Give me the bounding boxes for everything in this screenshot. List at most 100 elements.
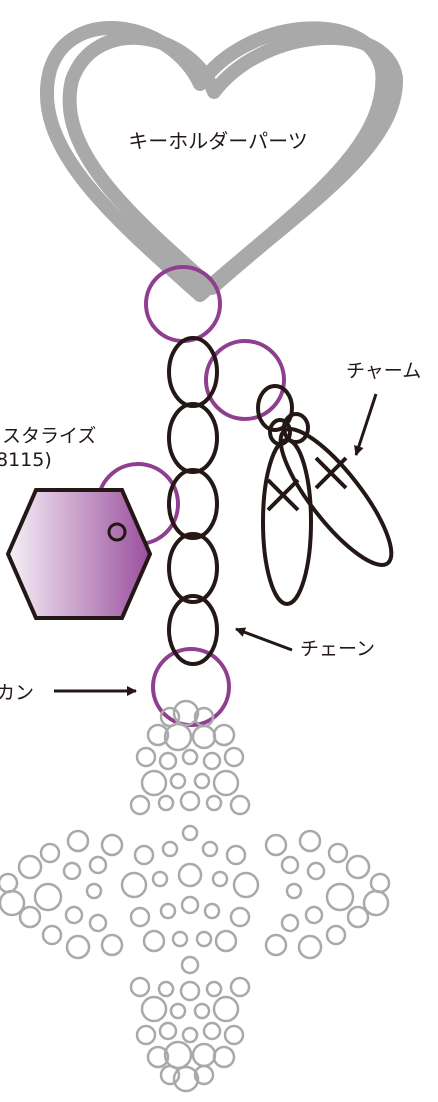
bead xyxy=(212,995,240,1023)
chain xyxy=(167,336,219,666)
bead xyxy=(0,889,26,917)
bead xyxy=(191,1042,217,1068)
bead xyxy=(193,772,211,790)
bead xyxy=(158,751,178,771)
bead xyxy=(229,906,251,928)
bead xyxy=(205,980,223,998)
bead xyxy=(181,824,199,842)
bead xyxy=(33,882,63,912)
bead xyxy=(18,905,42,929)
bead xyxy=(211,870,229,888)
bead xyxy=(180,895,200,915)
bead xyxy=(280,913,300,933)
bead xyxy=(202,1021,222,1041)
bead xyxy=(41,924,63,946)
bead xyxy=(327,842,349,864)
bead xyxy=(191,724,217,750)
bead xyxy=(264,833,288,857)
bead xyxy=(135,746,157,768)
bead xyxy=(181,1026,199,1044)
bead xyxy=(169,772,187,790)
bead xyxy=(88,913,108,933)
bead xyxy=(229,794,251,816)
bead xyxy=(159,902,177,920)
bead xyxy=(65,934,91,960)
bead xyxy=(304,905,324,925)
bead xyxy=(146,1045,170,1069)
chain-link xyxy=(167,468,219,540)
bead xyxy=(0,872,19,894)
bead xyxy=(325,924,347,946)
bead xyxy=(306,861,326,881)
bead xyxy=(362,889,390,917)
charm-label: チャーム xyxy=(346,360,421,382)
crystal-label-line1: スタライズ xyxy=(2,425,96,447)
charm-leaf xyxy=(261,438,313,606)
ring-label: カン xyxy=(0,682,34,704)
bead xyxy=(285,882,303,900)
bead xyxy=(195,930,213,948)
bead xyxy=(180,955,200,975)
bead xyxy=(140,995,168,1023)
bead xyxy=(66,829,90,853)
heart-label: キーホルダーパーツ xyxy=(128,129,307,153)
bead xyxy=(214,929,238,953)
bead xyxy=(120,871,148,899)
bead xyxy=(100,833,124,857)
bead xyxy=(229,976,251,998)
bead xyxy=(297,934,323,960)
chain-arrow xyxy=(235,627,293,652)
bead xyxy=(369,872,391,894)
bead xyxy=(158,1021,178,1041)
crystal-hexagon xyxy=(5,488,153,620)
bead xyxy=(223,1024,245,1046)
bead xyxy=(140,769,168,797)
bead xyxy=(157,980,175,998)
chain-link xyxy=(167,532,219,604)
chain-link xyxy=(167,402,219,474)
bead xyxy=(325,882,355,912)
bead xyxy=(142,929,166,953)
bead xyxy=(264,933,288,957)
bead xyxy=(177,862,203,888)
bead xyxy=(157,794,175,812)
charm xyxy=(256,384,394,606)
charm-cross xyxy=(266,478,300,512)
bead xyxy=(280,855,300,875)
bead xyxy=(151,870,169,888)
bead xyxy=(223,746,245,768)
bead xyxy=(133,844,155,866)
bead xyxy=(232,871,260,899)
crystal-hole xyxy=(107,522,127,542)
bead xyxy=(161,840,179,858)
bead xyxy=(179,790,201,812)
bead xyxy=(212,1045,236,1069)
bead xyxy=(39,842,61,864)
bead xyxy=(172,1065,200,1093)
charm-cross xyxy=(314,456,348,490)
bead xyxy=(212,769,240,797)
bead xyxy=(179,980,201,1002)
bead xyxy=(345,854,371,880)
bead xyxy=(181,748,199,766)
crystal xyxy=(5,488,153,620)
chain-link xyxy=(167,594,219,666)
bead xyxy=(169,1002,187,1020)
bead xyxy=(201,840,219,858)
bead xyxy=(129,906,151,928)
chain-label: チェーン xyxy=(300,638,375,660)
charm-link xyxy=(282,412,310,444)
bead xyxy=(346,905,370,929)
bead xyxy=(298,829,322,853)
bead xyxy=(64,905,84,925)
bead xyxy=(146,723,170,747)
bead xyxy=(172,699,200,727)
bottom-jump-ring xyxy=(151,647,231,727)
chain-link xyxy=(167,336,219,408)
bead xyxy=(100,933,124,957)
keyholder-heart-part xyxy=(39,21,404,302)
bead xyxy=(225,844,247,866)
bead xyxy=(163,1040,193,1070)
